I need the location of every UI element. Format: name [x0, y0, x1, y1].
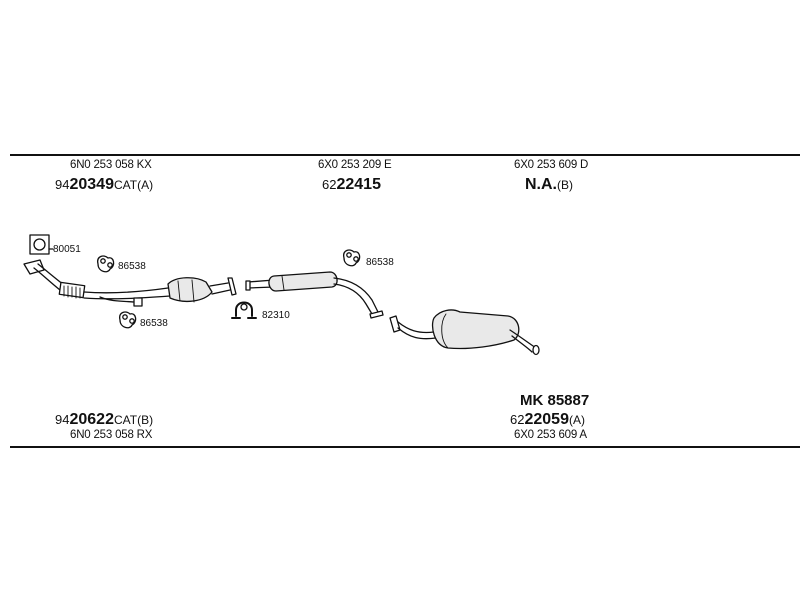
rear-silencer-oem-number-a: 6X0 253 609 A	[514, 429, 587, 441]
front-pipe-oem-number: 6N0 253 058 KX	[70, 159, 152, 171]
front-pipe-part-number[interactable]: 9420349CAT(A)	[55, 176, 154, 193]
gasket-part[interactable]	[29, 234, 54, 255]
hanger-front-top[interactable]	[97, 255, 115, 273]
rear-silencer-part-number[interactable]: 6222059(A)	[510, 411, 585, 428]
middle-silencer-oem-number: 6X0 253 209 E	[318, 159, 392, 171]
hanger-middle[interactable]	[343, 249, 361, 267]
front-pipe-part[interactable]	[23, 259, 237, 307]
middle-silencer-part-number[interactable]: 6222415	[322, 176, 381, 193]
front-pipe-alt-oem-number: 6N0 253 058 RX	[70, 429, 153, 441]
hanger-front-bottom[interactable]	[119, 311, 137, 329]
rear-silencer-part[interactable]	[389, 309, 540, 356]
mounting-kit-number[interactable]: MK 85887	[520, 392, 590, 409]
bottom-divider	[10, 446, 800, 448]
middle-silencer-part[interactable]	[245, 271, 384, 319]
callout-hanger-front-top: 86538	[118, 261, 146, 272]
callout-clamp: 82310	[262, 310, 290, 321]
front-pipe-alt-part-number[interactable]: 9420622CAT(B)	[55, 411, 154, 428]
clamp-part[interactable]	[231, 301, 257, 319]
rear-silencer-part-number-na[interactable]: N.A.(B)	[525, 176, 573, 193]
callout-hanger-front-bottom: 86538	[140, 318, 168, 329]
callout-hanger-middle: 86538	[366, 257, 394, 268]
rear-silencer-oem-number-d: 6X0 253 609 D	[514, 159, 589, 171]
callout-gasket: 80051	[53, 244, 81, 255]
top-divider	[10, 154, 800, 156]
